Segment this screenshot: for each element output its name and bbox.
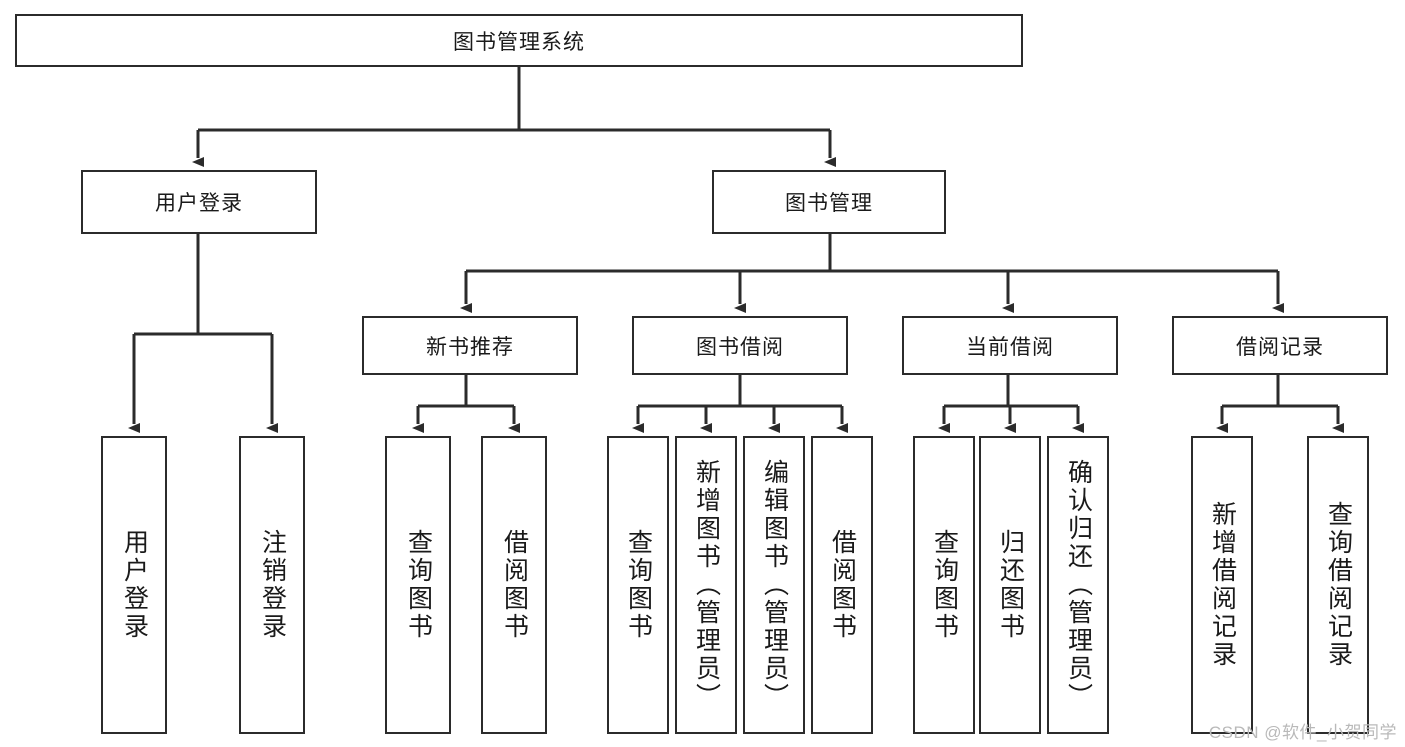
node-book-borrow[interactable]: 图书借阅 — [632, 316, 848, 375]
node-label: 查询借阅记录 — [1324, 501, 1353, 669]
node-borrow-record[interactable]: 借阅记录 — [1172, 316, 1388, 375]
node-book-management[interactable]: 图书管理 — [712, 170, 946, 234]
leaf-recommend-borrow-book[interactable]: 借阅图书 — [481, 436, 547, 734]
node-label: 新书推荐 — [426, 335, 514, 359]
node-current-borrow[interactable]: 当前借阅 — [902, 316, 1118, 375]
leaf-record-query-record[interactable]: 查询借阅记录 — [1307, 436, 1369, 734]
node-label: 查询图书 — [624, 529, 653, 641]
node-label: 归还图书 — [996, 529, 1025, 641]
leaf-recommend-query-book[interactable]: 查询图书 — [385, 436, 451, 734]
leaf-borrow-edit-book-admin[interactable]: 编辑图书（管理员） — [743, 436, 805, 734]
node-label: 新增图书（管理员） — [692, 459, 721, 711]
node-new-book-recommend[interactable]: 新书推荐 — [362, 316, 578, 375]
node-label: 借阅记录 — [1236, 335, 1324, 359]
leaf-record-add-record[interactable]: 新增借阅记录 — [1191, 436, 1253, 734]
node-label: 图书借阅 — [696, 335, 784, 359]
node-label: 确认归还（管理员） — [1064, 459, 1093, 711]
node-user-login[interactable]: 用户登录 — [81, 170, 317, 234]
node-label: 用户登录 — [155, 192, 243, 215]
node-label: 注销登录 — [258, 529, 287, 641]
leaf-user-login-signin[interactable]: 用户登录 — [101, 436, 167, 734]
node-root-system[interactable]: 图书管理系统 — [15, 14, 1023, 67]
node-label: 新增借阅记录 — [1208, 501, 1237, 669]
leaf-current-confirm-return-admin[interactable]: 确认归还（管理员） — [1047, 436, 1109, 734]
leaf-borrow-query-book[interactable]: 查询图书 — [607, 436, 669, 734]
node-label: 查询图书 — [404, 529, 433, 641]
node-label: 图书管理 — [785, 192, 873, 215]
node-label: 当前借阅 — [966, 335, 1054, 359]
node-label: 借阅图书 — [828, 529, 857, 641]
watermark-text: CSDN @软件_小贺同学 — [1208, 723, 1397, 742]
node-label: 用户登录 — [120, 529, 149, 641]
node-label: 图书管理系统 — [453, 30, 585, 54]
leaf-current-query-book[interactable]: 查询图书 — [913, 436, 975, 734]
leaf-borrow-borrow-book[interactable]: 借阅图书 — [811, 436, 873, 734]
leaf-user-login-signout[interactable]: 注销登录 — [239, 436, 305, 734]
leaf-current-return-book[interactable]: 归还图书 — [979, 436, 1041, 734]
node-label: 编辑图书（管理员） — [760, 459, 789, 711]
leaf-borrow-add-book-admin[interactable]: 新增图书（管理员） — [675, 436, 737, 734]
node-label: 借阅图书 — [500, 529, 529, 641]
node-label: 查询图书 — [930, 529, 959, 641]
